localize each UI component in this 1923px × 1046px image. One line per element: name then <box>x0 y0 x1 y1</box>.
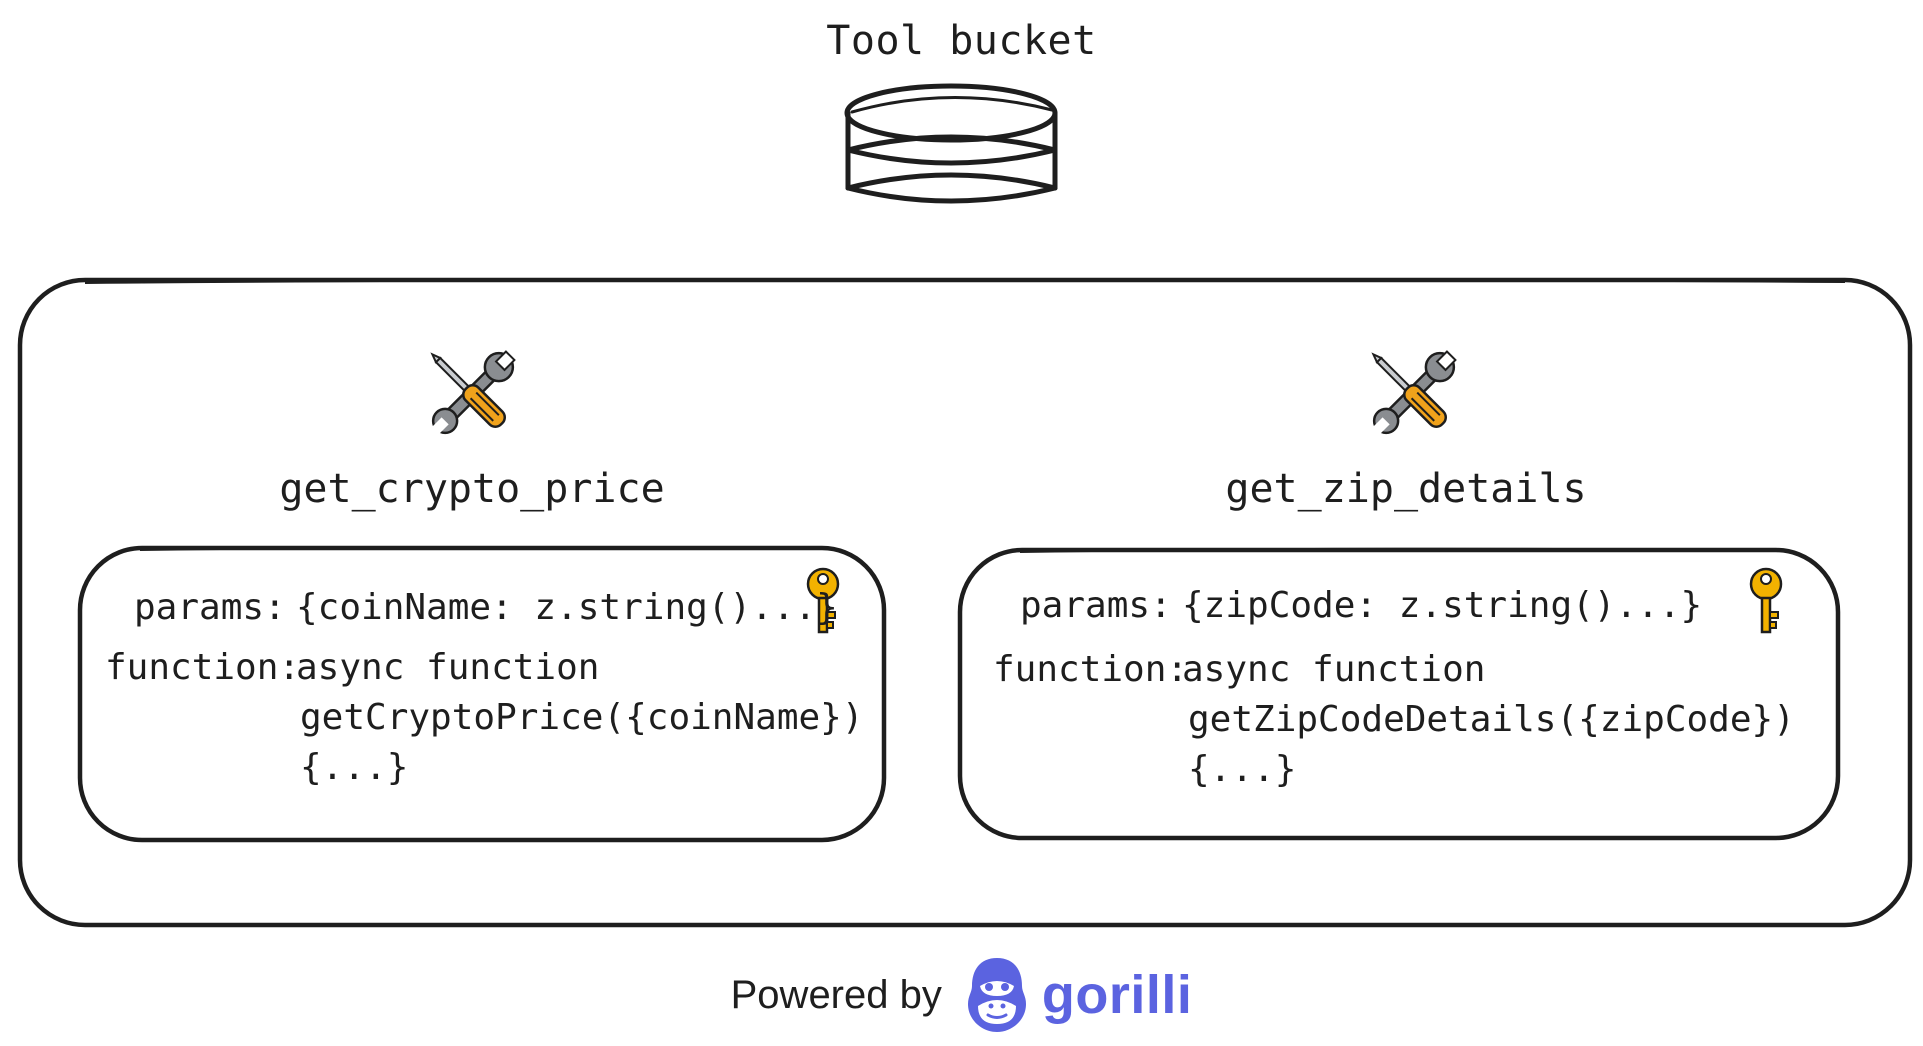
hammer-and-wrench-icon <box>1371 350 1457 435</box>
footer: Powered by gorilli <box>0 950 1923 1040</box>
function-line: async function <box>296 647 600 688</box>
tool-name-zip: get_zip_details <box>1225 466 1587 512</box>
params-value: {zipCode: z.string()...} <box>1182 585 1703 626</box>
database-cylinder-icon <box>844 83 1058 204</box>
tool-name-crypto: get_crypto_price <box>279 466 665 512</box>
brand-logo[interactable]: gorilli <box>966 956 1193 1034</box>
key-icon <box>806 567 840 634</box>
brand-name: gorilli <box>1041 965 1193 1025</box>
function-label: function: <box>993 649 1189 690</box>
params-label: params: <box>134 587 286 628</box>
function-line: {...} <box>300 747 409 788</box>
key-icon <box>1749 567 1783 634</box>
function-line: getZipCodeDetails({zipCode}) <box>1188 699 1795 740</box>
function-line: getCryptoPrice({coinName}) <box>300 697 864 738</box>
function-line: async function <box>1182 649 1486 690</box>
powered-by-text: Powered by <box>730 972 942 1017</box>
hammer-and-wrench-icon <box>430 350 516 435</box>
params-value: {coinName: z.string()...} <box>296 587 838 628</box>
function-label: function: <box>105 647 301 688</box>
function-line: {...} <box>1188 749 1297 790</box>
tool-card-zip <box>957 547 1841 841</box>
diagram-title: Tool bucket <box>826 18 1097 64</box>
gorilla-logo-icon <box>967 958 1026 1032</box>
params-label: params: <box>1020 585 1172 626</box>
